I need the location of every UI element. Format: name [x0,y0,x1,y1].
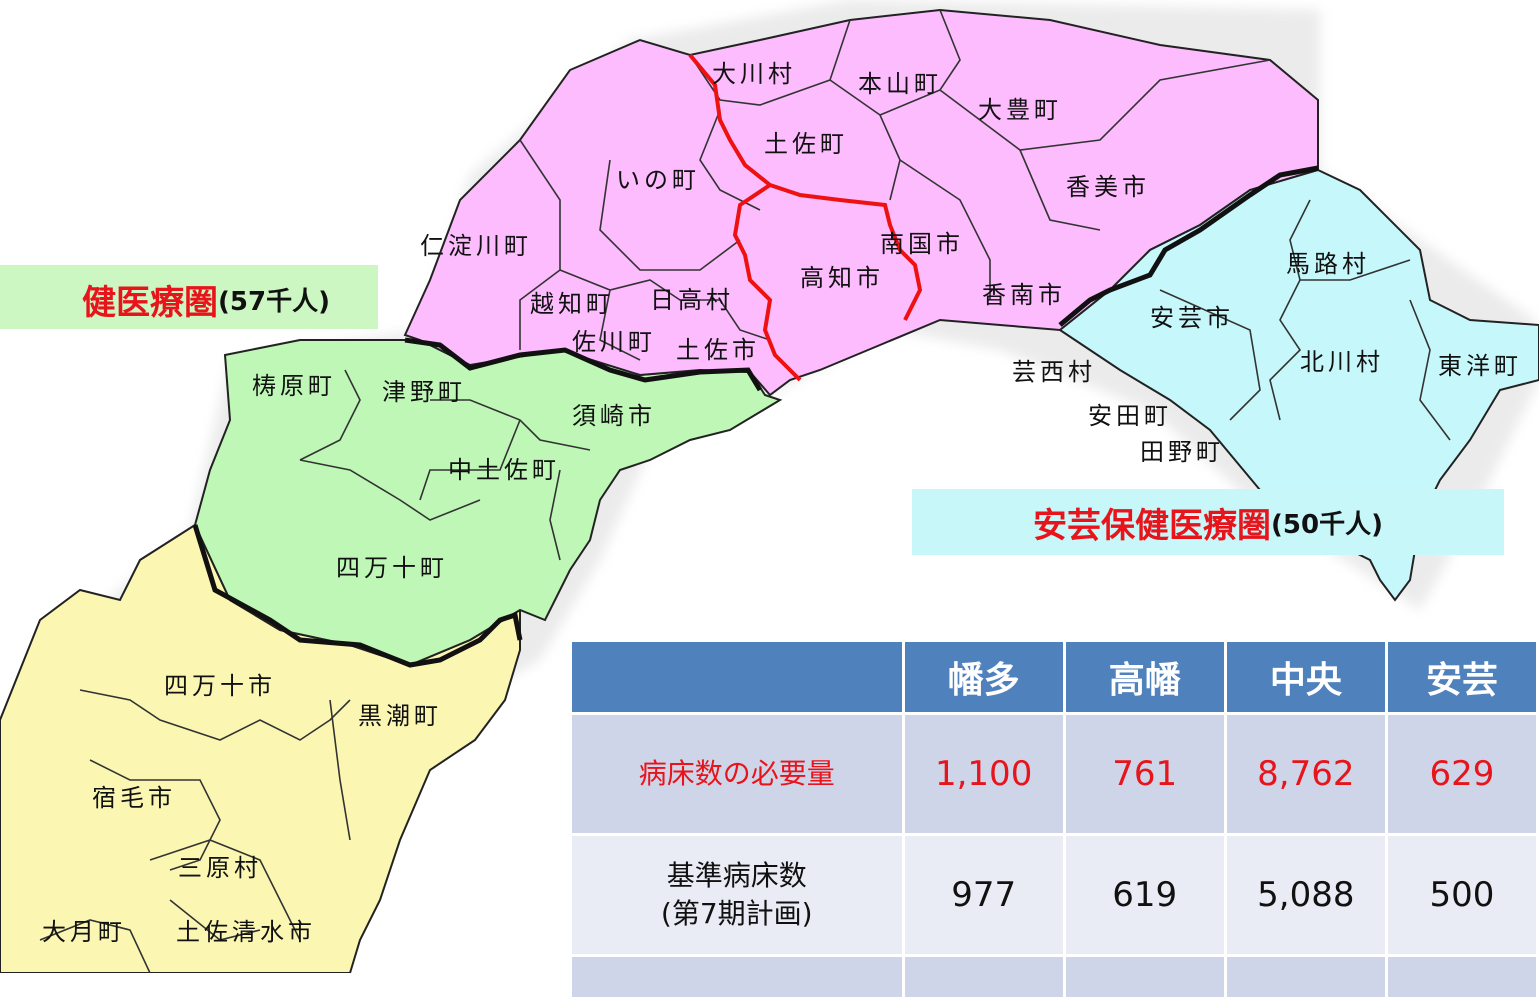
muni-label: 仁淀川町 [420,232,532,260]
table-cell [1384,954,1539,1000]
municipality-labels: 大川村 本山町 大豊町 土佐町 いの町 香美市 仁淀川町 南国市 高知市 馬路村… [42,60,1522,946]
kochi-city-boundary [688,53,923,382]
muni-label: 須崎市 [572,402,656,430]
muni-label: 北川村 [1300,348,1384,376]
muni-label: 佐川町 [572,328,656,356]
table-cell: 619 [1062,833,1227,957]
west-region-name: 健医療圏 [82,283,219,323]
muni-label: 高知市 [800,264,884,292]
muni-label: 南国市 [880,230,964,258]
table-cell [1223,954,1388,1000]
table-cell: 500 [1384,833,1539,957]
muni-label: 日高村 [650,286,734,314]
table-row: 病床数の必要量 1,100 761 8,762 629 [569,712,1539,836]
muni-label: 大豊町 [978,96,1062,124]
table-header-cell: 幡多 [901,639,1066,715]
muni-label: 土佐町 [764,130,848,158]
table-cell [1062,954,1227,1000]
muni-label: 大川村 [712,60,796,88]
muni-label: 三原村 [178,854,262,882]
muni-label: 東洋町 [1438,352,1522,380]
muni-label: 四万十市 [164,672,276,700]
table-cell: 629 [1384,712,1539,836]
row-label-main: 基準病床数 [666,859,807,892]
muni-label: 越知町 [530,290,614,318]
west-region-population: (57千人) [218,287,330,317]
aki-region-population: (50千人) [1271,509,1383,540]
aki-region-name: 安芸保健医療圏 [1033,505,1272,546]
table-cell: 5,088 [1223,833,1388,957]
table-cell: 977 [901,833,1066,957]
muni-label: 中土佐町 [448,456,560,484]
muni-label: 大月町 [42,918,126,946]
aki-region-label: 安芸保健医療圏 (50千人) [912,489,1504,555]
west-region-label: 健医療圏 (57千人) [0,265,378,329]
row-label: 基準病床数 (第7期計画) [569,833,905,957]
table-header-blank [569,639,905,715]
table-cell [569,954,905,1000]
table-cell: 761 [1062,712,1227,836]
muni-label: 香南市 [982,281,1066,309]
muni-label: 安芸市 [1150,304,1234,332]
table-row-partial [569,954,1539,1000]
row-label-sub: (第7期計画) [660,897,813,930]
muni-label: 香美市 [1066,173,1150,201]
table-cell: 8,762 [1223,712,1388,836]
table-cell: 1,100 [901,712,1066,836]
muni-label: 馬路村 [1286,250,1370,278]
muni-label: 田野町 [1140,438,1224,466]
table-header-cell: 高幡 [1062,639,1227,715]
muni-label: 土佐市 [676,336,760,364]
bed-count-table: 幡多 高幡 中央 安芸 病床数の必要量 1,100 761 8,762 629 … [569,639,1539,1000]
muni-label: 本山町 [858,70,942,98]
muni-label: 安田町 [1088,402,1172,430]
muni-label: いの町 [616,166,700,194]
region-boundaries [192,165,1319,668]
table-cell [901,954,1066,1000]
muni-label: 土佐清水市 [176,918,316,946]
muni-label: 芸西村 [1012,358,1096,386]
muni-label: 四万十町 [336,554,448,582]
kochi-map: 大川村 本山町 大豊町 土佐町 いの町 香美市 仁淀川町 南国市 高知市 馬路村… [0,0,1539,973]
table-header-cell: 中央 [1223,639,1388,715]
table-header-cell: 安芸 [1384,639,1539,715]
table-header-row: 幡多 高幡 中央 安芸 [569,639,1539,715]
table-row: 基準病床数 (第7期計画) 977 619 5,088 500 [569,833,1539,957]
row-label: 病床数の必要量 [569,712,905,836]
muni-label: 黒潮町 [358,702,442,730]
muni-label: 梼原町 [252,372,336,400]
muni-label: 津野町 [382,378,466,406]
municipal-borders [39,9,1451,973]
muni-label: 宿毛市 [92,784,176,812]
